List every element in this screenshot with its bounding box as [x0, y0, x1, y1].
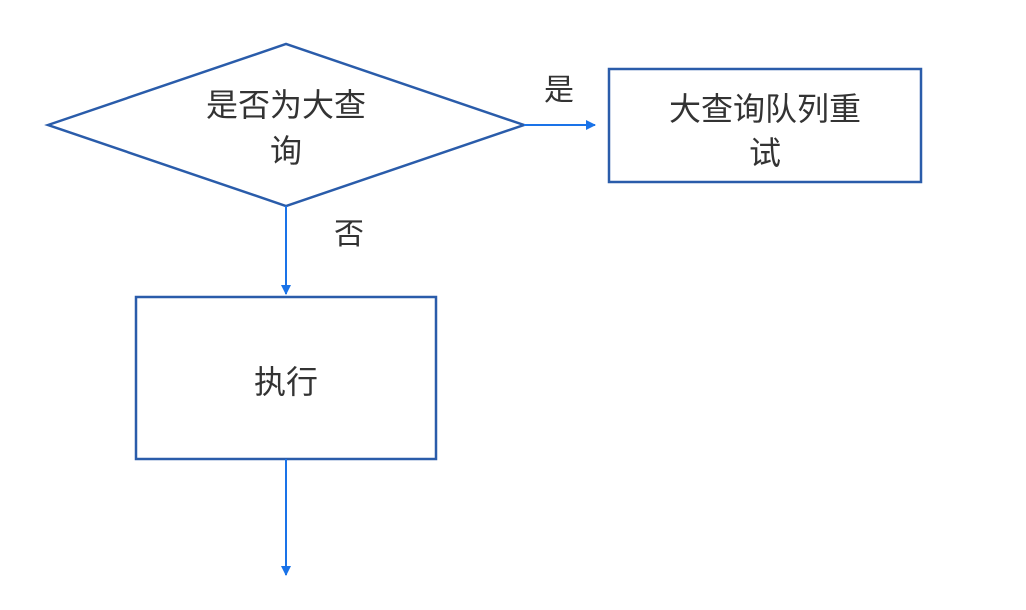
decision-diamond [44, 42, 528, 208]
execute-box-label: 执行 [254, 363, 318, 401]
retry-box-label-line2: 试 [749, 134, 781, 172]
decision-label-line2: 询 [270, 132, 302, 170]
yes-label: 是 [544, 73, 574, 108]
execute-box [134, 295, 438, 461]
retry-box [607, 67, 923, 184]
retry-box-label-line1: 大查询队列重 [669, 90, 861, 128]
decision-label-line1: 是否为大查 [206, 86, 366, 124]
no-label: 否 [334, 217, 364, 252]
